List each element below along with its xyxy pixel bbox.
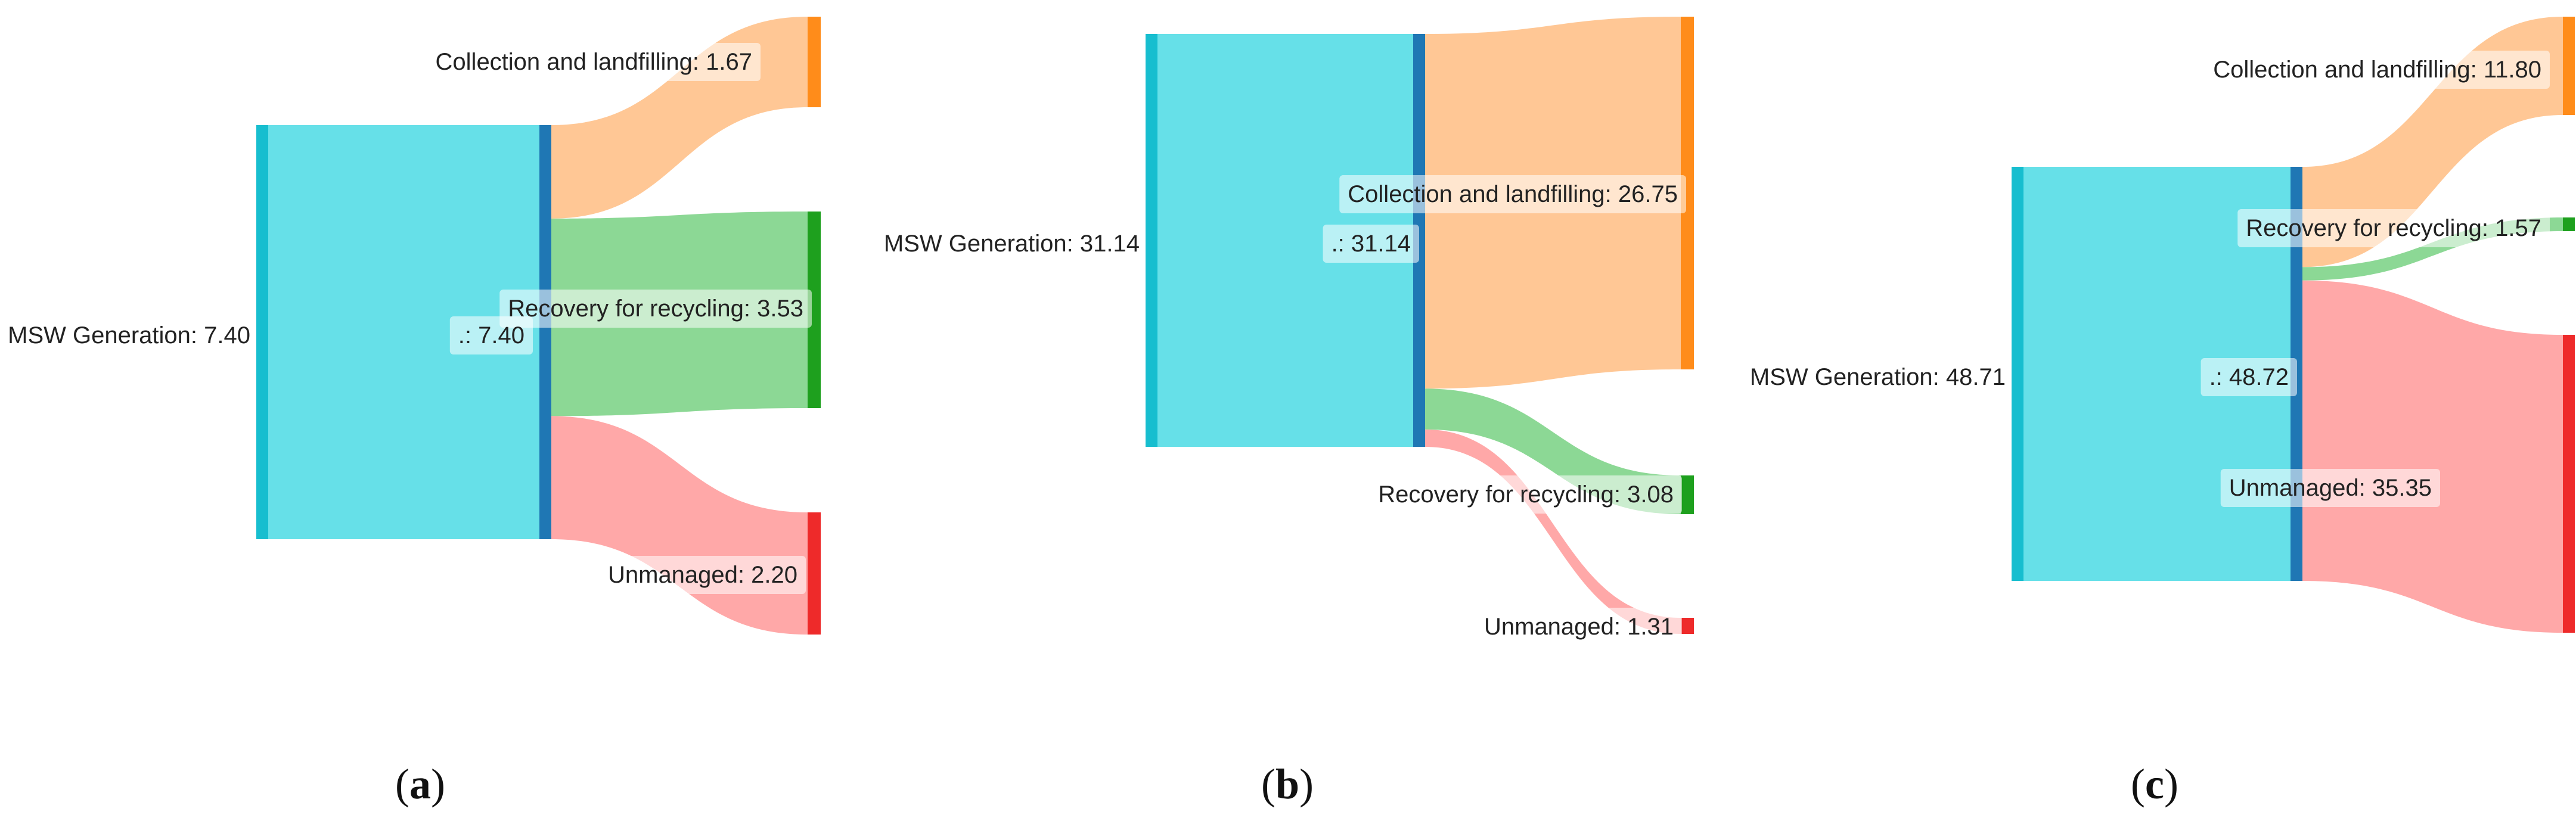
panel-caption-c: (c) bbox=[2131, 760, 2178, 808]
landfill-node bbox=[1681, 17, 1694, 369]
unmanaged-label: Unmanaged: 2.20 bbox=[608, 562, 797, 588]
unmanaged-label: Unmanaged: 1.31 bbox=[1484, 614, 1674, 640]
unmanaged-label-bg bbox=[599, 556, 806, 594]
unmanaged-label-bg bbox=[1475, 608, 1682, 646]
recycling-label-bg bbox=[499, 290, 812, 328]
unmanaged-label: Unmanaged: 35.35 bbox=[2229, 475, 2432, 501]
split-label: .: 48.72 bbox=[2209, 364, 2289, 390]
split-label-bg bbox=[2201, 358, 2297, 396]
landfill-label: Collection and landfilling: 1.67 bbox=[436, 49, 752, 75]
split-label: .: 31.14 bbox=[1332, 231, 1411, 257]
unmanaged-flow-link bbox=[1425, 429, 1681, 634]
source-node bbox=[256, 125, 268, 539]
sankey-panel-b: MSW Generation: 31.14 .: 31.14 Collectio… bbox=[884, 17, 1694, 808]
sankey-panel-a: MSW Generation: 7.40 .: 7.40 Collection … bbox=[8, 17, 821, 808]
landfill-label-bg bbox=[2205, 51, 2550, 89]
landfill-label: Collection and landfilling: 26.75 bbox=[1348, 181, 1678, 207]
split-label-bg bbox=[1323, 225, 1419, 263]
sankey-panel-c: MSW Generation: 48.71 .: 48.72 Collectio… bbox=[1750, 17, 2575, 808]
recycling-node bbox=[2563, 217, 2575, 231]
source-label: MSW Generation: 31.14 bbox=[884, 231, 1140, 257]
recycling-node bbox=[1681, 475, 1694, 514]
landfill-label: Collection and landfilling: 11.80 bbox=[2213, 57, 2541, 83]
landfill-node bbox=[2563, 17, 2575, 115]
recycling-node bbox=[808, 212, 821, 408]
source-label: MSW Generation: 48.71 bbox=[1750, 364, 2006, 390]
unmanaged-label-bg bbox=[2220, 469, 2440, 507]
panel-caption-a: (a) bbox=[395, 760, 445, 808]
source-node bbox=[2012, 167, 2023, 581]
source-node bbox=[1146, 34, 1157, 447]
unmanaged-flow-link bbox=[2302, 280, 2563, 633]
unmanaged-node bbox=[1681, 618, 1694, 634]
recycling-label: Recovery for recycling: 3.08 bbox=[1378, 481, 1674, 508]
panel-caption-b: (b) bbox=[1261, 760, 1314, 808]
source-label: MSW Generation: 7.40 bbox=[8, 322, 250, 349]
unmanaged-node bbox=[808, 512, 821, 635]
landfill-label-bg bbox=[427, 43, 761, 81]
recycling-label-bg bbox=[2237, 209, 2550, 247]
unmanaged-flow-link bbox=[551, 416, 808, 635]
split-node bbox=[539, 125, 551, 539]
recycling-label: Recovery for recycling: 3.53 bbox=[508, 296, 803, 322]
landfill-label-bg bbox=[1339, 175, 1686, 213]
split-label: .: 7.40 bbox=[458, 322, 524, 349]
landfill-node bbox=[808, 17, 821, 107]
unmanaged-node bbox=[2563, 335, 2575, 633]
recycling-label-bg bbox=[1370, 475, 1682, 514]
recycling-label: Recovery for recycling: 1.57 bbox=[2246, 215, 2541, 241]
